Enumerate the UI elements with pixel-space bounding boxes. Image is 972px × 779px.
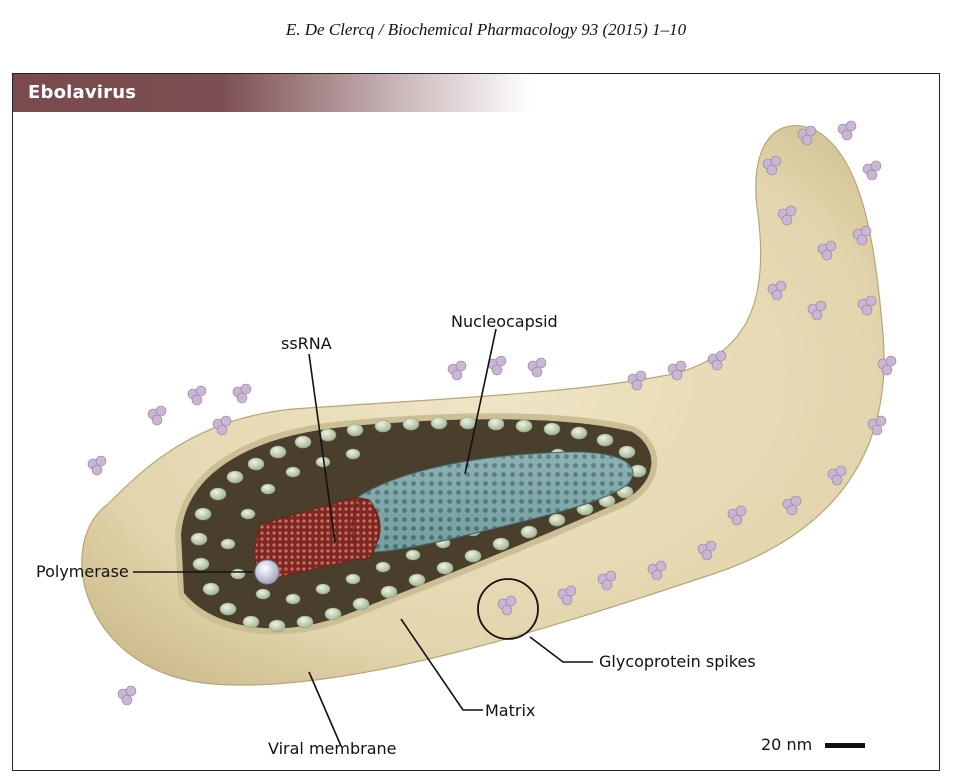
label-glycoprotein-spikes: Glycoprotein spikes [599, 652, 756, 671]
figure-title-bar: Ebolavirus [13, 74, 533, 112]
ssrna-coil [254, 497, 381, 580]
polymerase [254, 559, 280, 585]
glycoprotein-highlight-circle [477, 578, 539, 640]
glycoprotein-spikes [87, 120, 897, 706]
running-head: E. De Clercq / Biochemical Pharmacology … [285, 20, 687, 39]
label-polymerase: Polymerase [36, 562, 129, 581]
figure-title: Ebolavirus [28, 82, 137, 103]
matrix-protein-layer [190, 416, 647, 633]
nucleocapsid [347, 451, 634, 553]
label-viral-membrane: Viral membrane [268, 739, 397, 758]
label-matrix: Matrix [485, 701, 535, 720]
scale-bar [825, 743, 865, 748]
scale-bar-label: 20 nm [761, 735, 812, 754]
ebolavirus-illustration: ssRNA Nucleocapsid Polymerase Glycoprote… [36, 120, 897, 758]
label-nucleocapsid: Nucleocapsid [451, 312, 558, 331]
label-ssrna: ssRNA [281, 334, 332, 353]
leader-lines [133, 328, 593, 747]
figure-frame: Ebolavirus [12, 73, 940, 771]
